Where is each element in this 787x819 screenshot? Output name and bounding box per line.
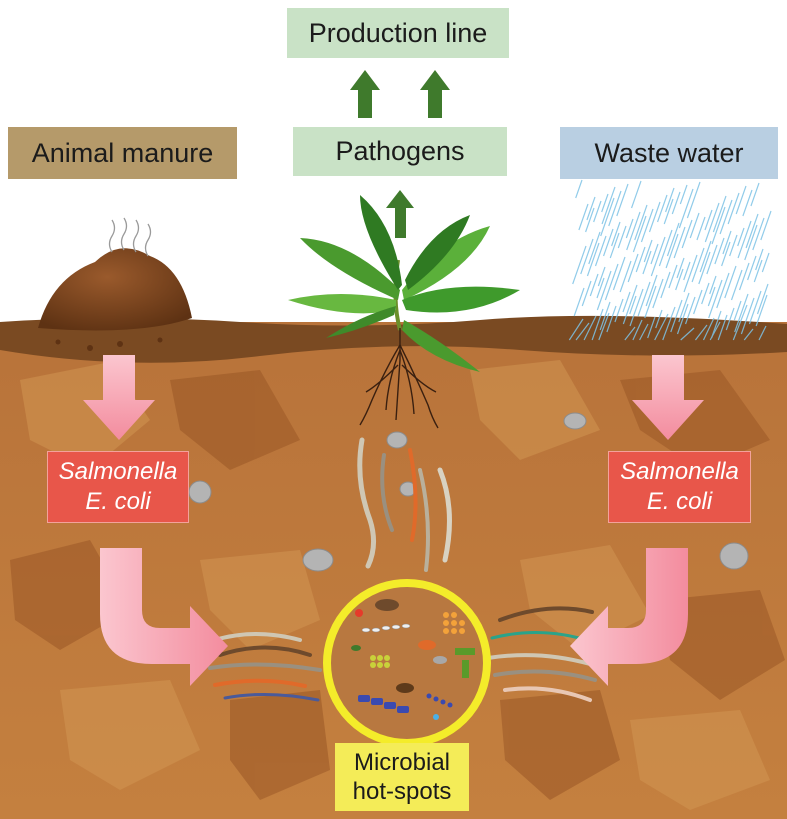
rain-streak	[715, 238, 724, 264]
pathogens-label: Pathogens	[293, 127, 507, 176]
rain-streak	[594, 201, 601, 222]
pathogen-salmonella: Salmonella	[620, 457, 739, 487]
rain-streak	[710, 276, 716, 294]
rain-streak	[694, 290, 702, 314]
rain-streak	[743, 190, 752, 216]
rain-streak	[604, 229, 613, 256]
rain-streak	[758, 284, 769, 314]
rain-streak	[672, 192, 680, 214]
rain-streak	[590, 274, 598, 296]
rain-streak	[682, 220, 692, 248]
rain-streak	[628, 254, 638, 282]
rain-streak	[740, 263, 749, 290]
rain-streak	[636, 247, 645, 272]
waste-water-label: Waste water	[560, 127, 778, 179]
rain-streak	[690, 213, 699, 238]
rain-streak	[702, 283, 709, 304]
water-pathogens-box: Salmonella E. coli	[608, 451, 751, 523]
rain-streak	[576, 180, 582, 198]
rain-streak	[632, 181, 641, 208]
rain-streak	[650, 202, 661, 232]
pathogen-ecoli: E. coli	[647, 487, 712, 517]
rain-streak	[579, 204, 588, 230]
microbial-hotspots-label: Microbial hot-spots	[335, 743, 469, 811]
rain-streak	[574, 288, 584, 316]
rain-streak	[669, 265, 677, 288]
hotspot-line-2: hot-spots	[353, 777, 452, 806]
rain-streak	[730, 235, 737, 256]
rain-streak	[728, 193, 739, 224]
manure-pathogens-box: Salmonella E. coli	[47, 451, 189, 523]
rain-streak	[582, 281, 591, 306]
rain-streak	[697, 217, 705, 240]
rain-streak	[658, 195, 667, 222]
rain-streak	[680, 185, 687, 204]
rain-streak	[748, 256, 756, 280]
production-line-label: Production line	[287, 8, 509, 58]
rain-streak	[618, 226, 626, 248]
pathogen-salmonella: Salmonella	[59, 457, 178, 487]
hotspot-line-1: Microbial	[354, 748, 450, 777]
microbial-hotspot	[327, 583, 487, 743]
pathogen-ecoli: E. coli	[85, 487, 150, 517]
rain-streak	[761, 211, 771, 240]
animal-manure-label: Animal manure	[8, 127, 237, 179]
rain-streak	[751, 183, 759, 206]
rain-streak	[661, 272, 670, 298]
rain-streak	[762, 253, 769, 272]
